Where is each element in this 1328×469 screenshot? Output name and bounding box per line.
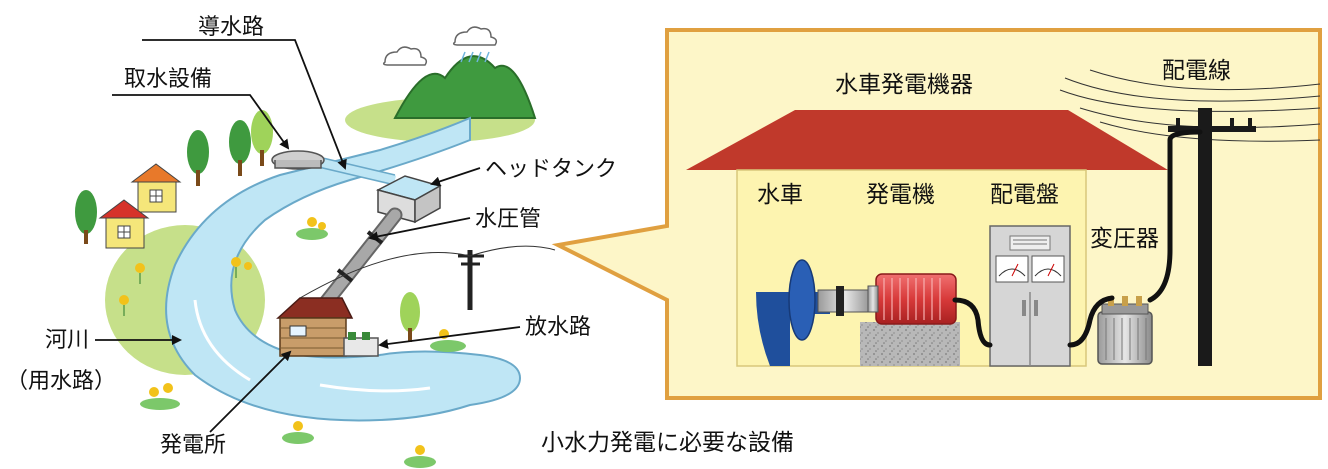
- cables: [952, 129, 1203, 348]
- generator: [860, 273, 960, 366]
- leader-lines: [95, 39, 521, 433]
- mountain-icon: [393, 55, 537, 119]
- label-power-station: 発電所: [160, 433, 226, 458]
- tree-icon: [75, 110, 420, 342]
- label-generator: 発電機: [866, 182, 935, 208]
- label-conduit: 導水路: [198, 15, 264, 40]
- river-highlight-2: [319, 383, 431, 393]
- penstock-leader: [368, 217, 471, 242]
- label-switchboard: 配電盤: [990, 182, 1059, 208]
- head-tank-leader: [430, 167, 481, 187]
- tailrace-gate: [343, 332, 379, 357]
- label-turbine: 水車: [757, 182, 803, 208]
- cloud-icon: [382, 26, 498, 66]
- house-icon: [130, 163, 182, 213]
- water-turbine: [756, 259, 874, 366]
- power-station-building: [276, 297, 354, 357]
- transformer: [1097, 296, 1153, 365]
- conduit-channel: [308, 155, 397, 185]
- gauge-icon: [1031, 255, 1065, 283]
- utility-pole-icon: [299, 245, 556, 310]
- label-tailrace: 放水路: [525, 315, 591, 340]
- tailrace-leader: [378, 326, 521, 349]
- caption: 小水力発電に必要な設備: [541, 430, 794, 456]
- label-transformer: 変圧器: [1090, 226, 1159, 252]
- flower-icon: [119, 217, 466, 468]
- label-power-line: 配電線: [1162, 58, 1231, 84]
- house-icon: [98, 199, 150, 249]
- conduit-leader: [142, 39, 347, 170]
- detail-callout: [551, 28, 1322, 400]
- label-detail-title: 水車発電機器: [835, 72, 973, 98]
- label-river: 河川: [45, 328, 89, 353]
- landscape-illustration: [75, 26, 556, 468]
- utility-pole: [1168, 108, 1256, 366]
- label-penstock: 水圧管: [475, 207, 541, 232]
- label-river-sub: （用水路）: [6, 369, 116, 394]
- house-roof: [686, 110, 1168, 170]
- switchboard: [989, 225, 1071, 367]
- intake-leader: [112, 94, 290, 150]
- label-intake: 取水設備: [124, 67, 212, 92]
- power-station-leader: [209, 350, 292, 433]
- rain-icon: [460, 51, 490, 63]
- label-head-tank: ヘッドタンク: [485, 157, 617, 182]
- river: [165, 116, 522, 422]
- penstock-pipe: [312, 207, 403, 318]
- intake-weir: [271, 150, 325, 170]
- river-highlight: [193, 299, 251, 382]
